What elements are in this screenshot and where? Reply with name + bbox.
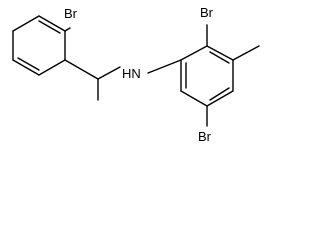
bond (38, 59, 66, 76)
chemical-structure: Br Br Br HN (12, 5, 260, 144)
double-bond-inner (17, 57, 40, 71)
bond (12, 15, 40, 32)
bond (180, 90, 208, 107)
double-bond-inner (209, 51, 230, 64)
double-bond-inner (209, 87, 230, 101)
bond (206, 90, 234, 107)
bromophenyl-ring (12, 15, 66, 76)
bond (38, 15, 66, 32)
atom-label-br-top-right: Br (200, 5, 214, 20)
bond (206, 45, 234, 61)
structure-canvas: Br Br Br HN (12, 5, 260, 144)
bond-to-methyl (232, 45, 260, 61)
side-chain (64, 27, 121, 101)
double-bond-inner (38, 20, 61, 34)
bond (64, 59, 99, 80)
dibromo-methylphenyl-ring (147, 24, 260, 127)
bond (97, 66, 121, 80)
atom-label-br-top-left: Br (64, 6, 78, 21)
bond (12, 59, 40, 76)
atom-label-nh: HN (122, 66, 141, 81)
bond (64, 27, 71, 32)
atom-label-br-bottom: Br (198, 129, 212, 144)
bond (180, 45, 208, 61)
bond (147, 59, 182, 74)
